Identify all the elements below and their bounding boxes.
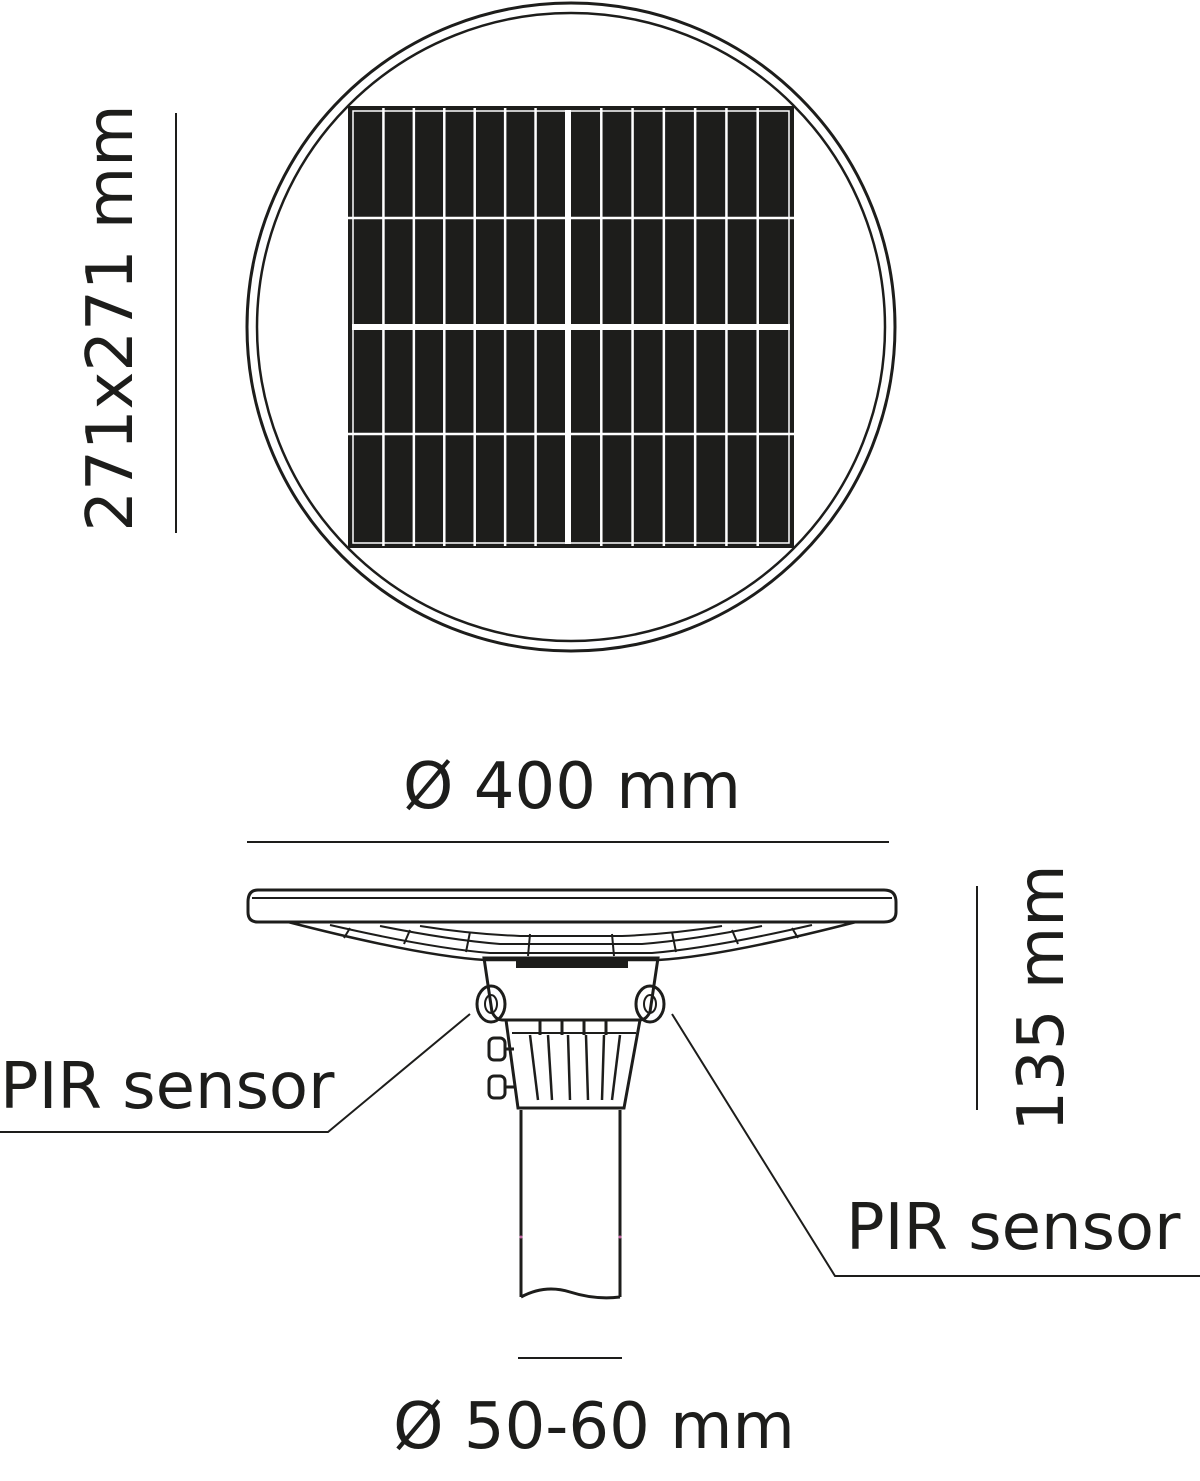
pole-diameter-label: Ø 50-60 mm [393,1390,795,1464]
lamp-head [246,888,898,962]
panel-size-label: 271x271 mm [74,104,148,531]
lamp-top-inner-ring [255,11,887,643]
pir-sensor-right [634,984,666,1024]
lamp-top-outer-ring [245,1,897,653]
right-sensor-callout: PIR sensor [671,1013,1200,1277]
diameter-label: Ø 400 mm [403,750,741,824]
right-sensor-label: PIR sensor [846,1191,1181,1265]
solar-panel [348,106,794,548]
height-label: 135 mm [1005,864,1079,1131]
top-view: 271x271 mm [74,1,897,653]
pole [519,1110,622,1300]
left-sensor-label: PIR sensor [0,1050,335,1124]
left-sensor-callout: PIR sensor [0,1013,471,1133]
lamp-neck [482,956,660,1022]
pir-sensor-left [475,984,507,1024]
clamp-bolts [487,1036,514,1100]
pole-clamp [487,1018,642,1110]
side-view: Ø 400 mm [0,750,1200,1464]
